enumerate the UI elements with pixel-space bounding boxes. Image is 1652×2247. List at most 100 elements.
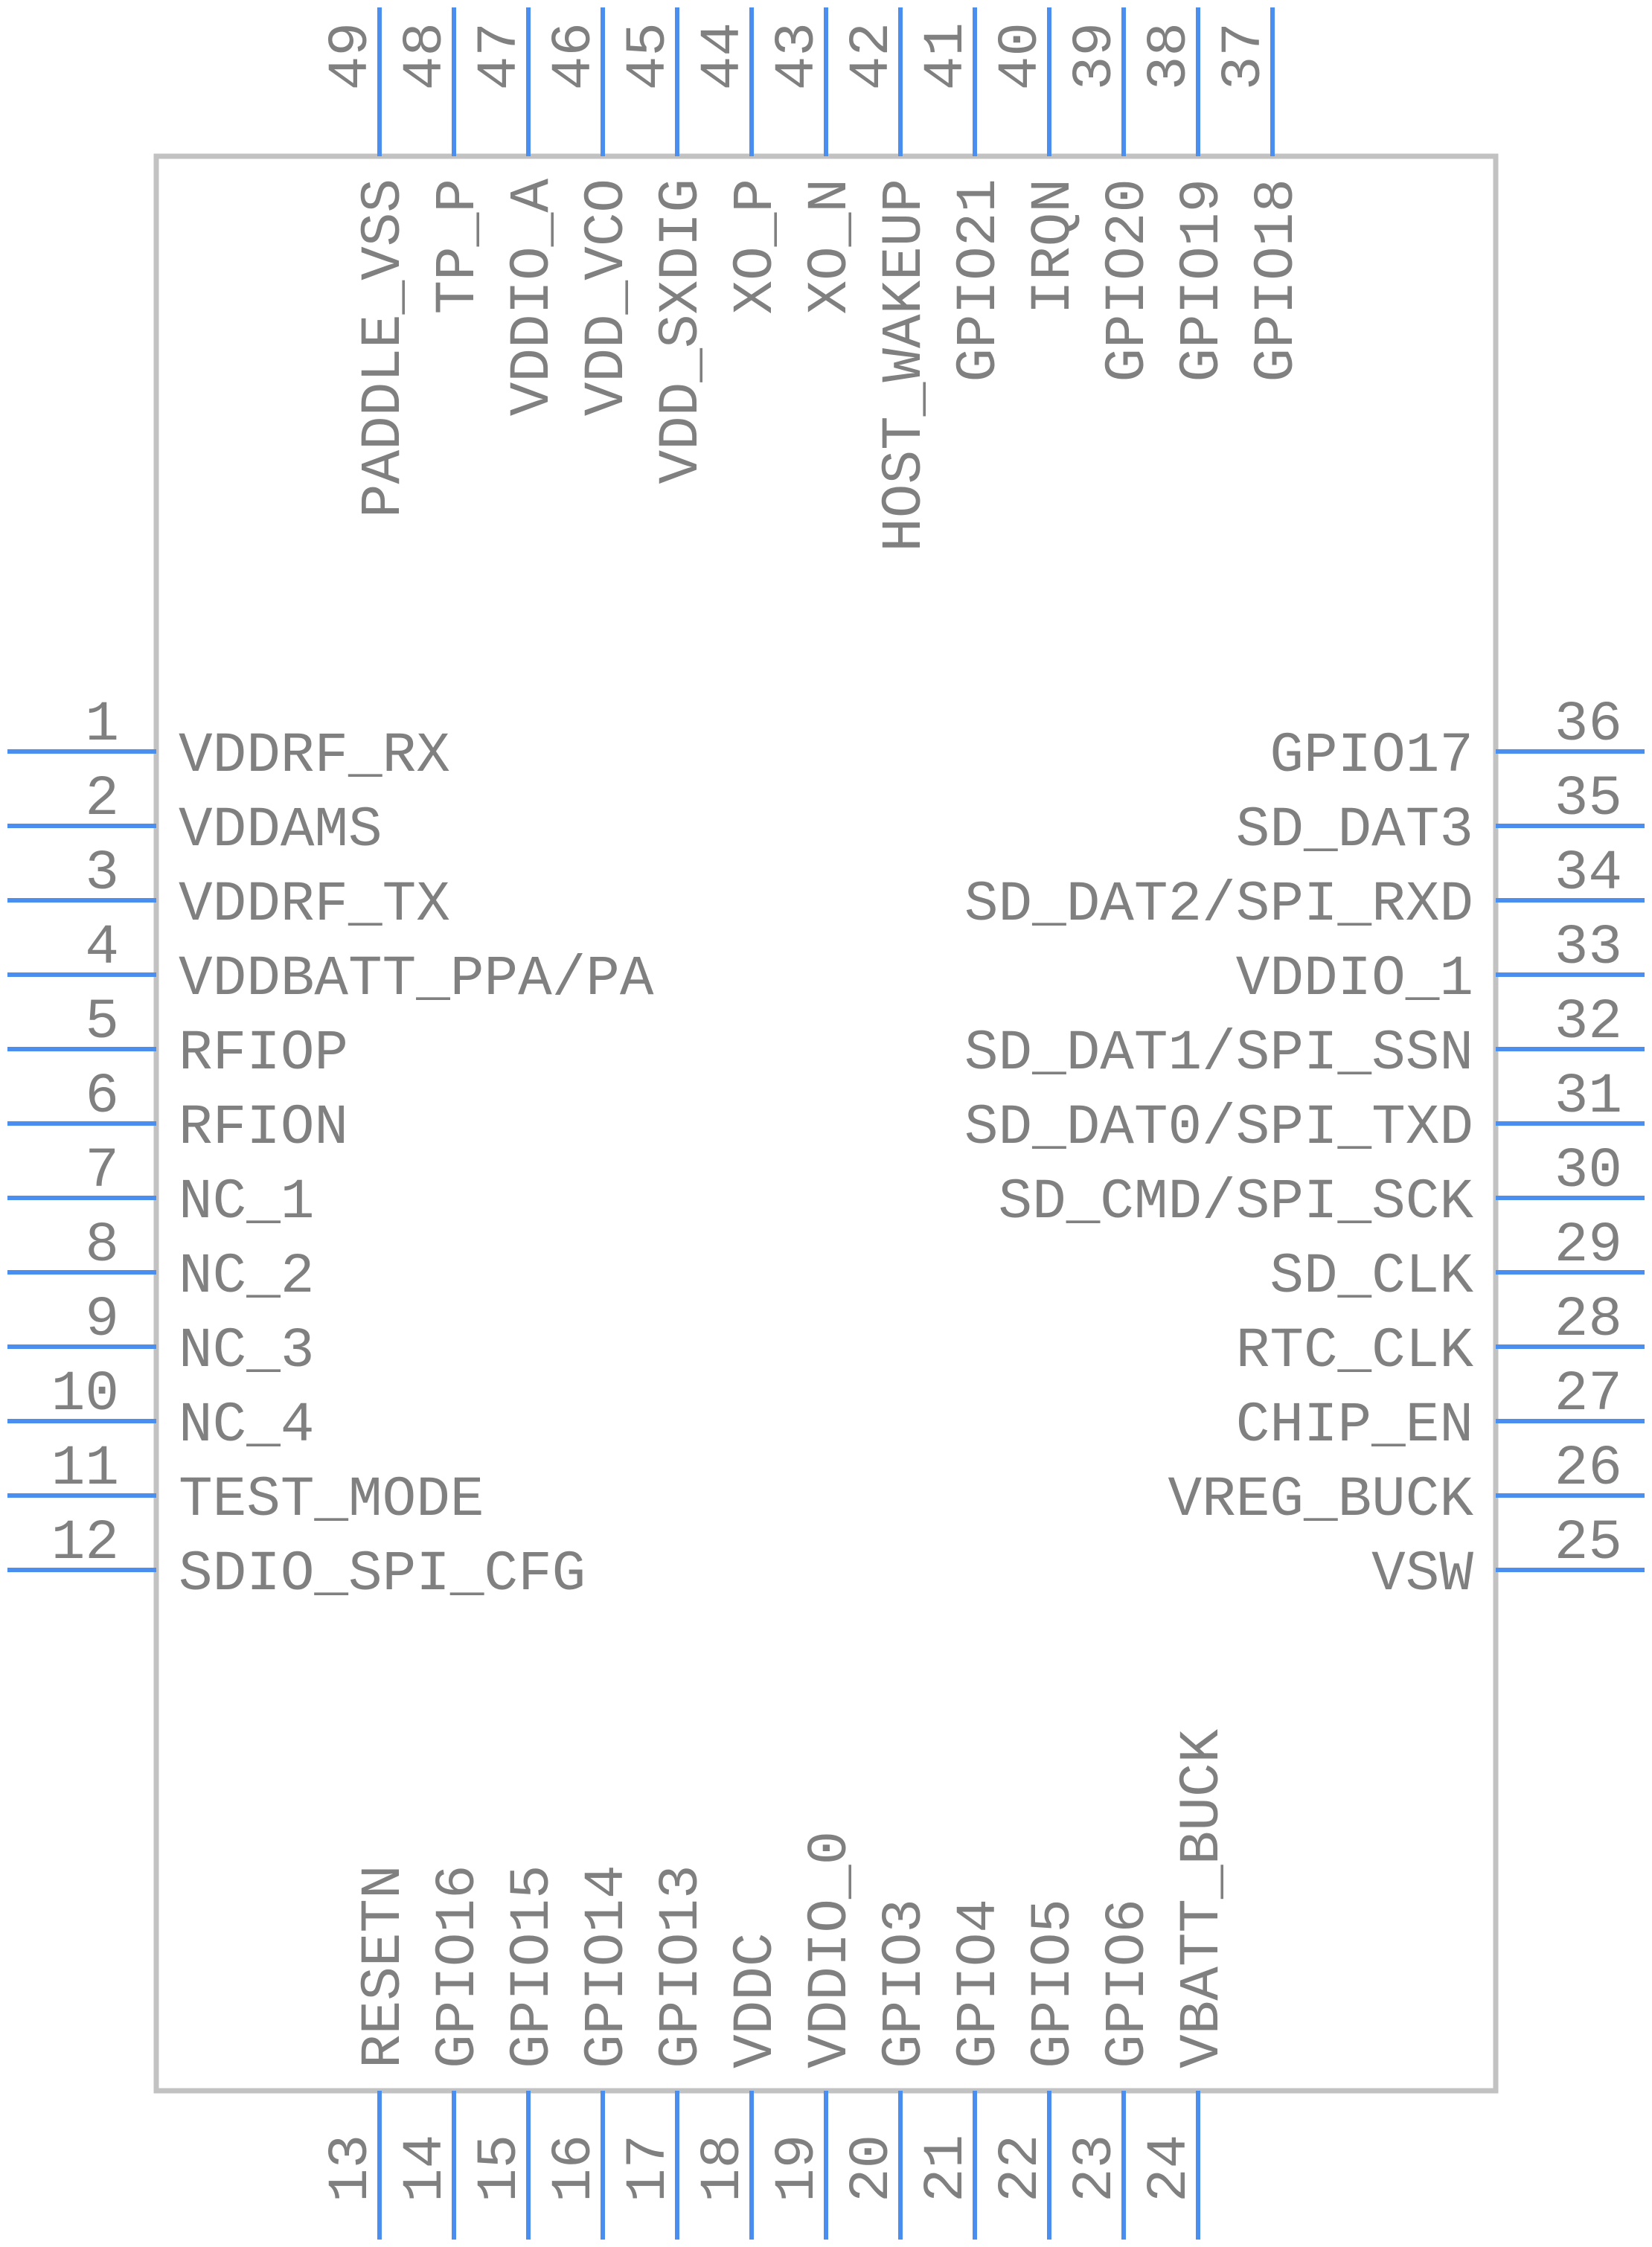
pin-name-gpio19: GPIO19 [1171,179,1235,382]
pin-number: 33 [1555,916,1622,980]
pin-number: 16 [542,2135,606,2202]
pin-35: 35 SD_DAT3 [1236,767,1645,862]
pin-number: 43 [766,22,830,90]
pin-name-gpio5: GPIO5 [1022,1899,1086,2068]
pin-number: 22 [989,2135,1053,2202]
pin-name-vddams: VDDAMS [179,798,382,862]
pin-number: 40 [989,22,1053,90]
pin-number: 17 [617,2135,681,2202]
pin-name-tp-p: TP_P [426,179,490,314]
pin-number: 14 [394,2135,458,2202]
pin-number: 49 [319,22,383,90]
pin-number: 7 [85,1139,119,1203]
pin-name-chip-en: CHIP_EN [1236,1394,1473,1458]
pin-name-vddrf-rx: VDDRF_RX [179,724,450,788]
pin-number: 23 [1063,2135,1127,2202]
pin-number: 39 [1063,22,1127,90]
pin-19: 19 VDDIO_0 [766,1831,862,2240]
pin-name-gpio14: GPIO14 [575,1865,639,2068]
pin-number: 8 [85,1214,119,1278]
pin-number: 46 [542,22,606,90]
pin-name-gpio3: GPIO3 [873,1899,937,2068]
pin-name-gpio20: GPIO20 [1096,179,1160,382]
pin-8: 8 NC_2 [7,1214,314,1309]
pin-number: 35 [1555,767,1622,831]
pin-23: 23 GPIO6 [1063,1899,1160,2240]
pin-number: 28 [1555,1288,1622,1352]
pin-name-vddio-1: VDDIO_1 [1236,947,1473,1011]
pin-number: 34 [1555,842,1622,905]
pin-20: 20 GPIO3 [840,1899,937,2240]
top-pin-group: 49PADDLE_VSS48TP_P47VDDIO_A46VDD_VCO45VD… [319,7,1309,552]
pin-number: 4 [85,916,119,980]
pin-30: 30 SD_CMD/SPI_SCK [998,1139,1645,1234]
pin-name-gpio6: GPIO6 [1096,1899,1160,2068]
pin-number: 19 [766,2135,830,2202]
pin-name-vddio-0: VDDIO_0 [798,1831,862,2068]
pin-number: 20 [840,2135,904,2202]
pin-name-paddle-vss: PADDLE_VSS [352,179,416,518]
pin-17: 17 GPIO13 [617,1865,714,2240]
pin-number: 29 [1555,1214,1622,1278]
pin-number: 6 [85,1065,119,1129]
pin-16: 16 GPIO14 [542,1865,639,2240]
pin-number: 44 [691,22,755,90]
pin-name-rfiop: RFIOP [179,1022,348,1086]
pin-name-rfion: RFION [179,1096,348,1160]
pin-name-gpio4: GPIO4 [947,1899,1011,2068]
pin-name-sd-clk: SD_CLK [1270,1245,1473,1309]
pin-name-host-wakeup: HOST_WAKEUP [873,179,937,552]
pin-33: 33 VDDIO_1 [1236,916,1645,1011]
pin-name-sd-dat1-spi-ssn: SD_DAT1/SPI_SSN [964,1022,1473,1086]
pin-name-xo-n: XO_N [798,179,862,314]
pin-name-nc-4: NC_4 [179,1394,314,1458]
pin-number: 38 [1138,22,1202,90]
pin-name-vdd-sxdig: VDD_SXDIG [650,179,714,484]
pin-name-gpio17: GPIO17 [1270,724,1473,788]
right-pin-group: 36GPIO1735SD_DAT334SD_DAT2/SPI_RXD33VDDI… [964,693,1645,1606]
pin-number: 3 [85,842,119,905]
pin-number: 10 [51,1362,119,1426]
pin-name-vddbatt-ppa-pa: VDDBATT_PPA/PA [179,947,654,1011]
pin-name-vdd-vco: VDD_VCO [575,179,639,416]
pin-name-sd-dat3: SD_DAT3 [1236,798,1473,862]
pin-name-gpio18: GPIO18 [1245,179,1309,382]
pin-name-vddio-a: VDDIO_A [501,179,565,417]
pin-name-gpio16: GPIO16 [426,1865,490,2068]
pin-number: 25 [1555,1511,1622,1575]
pin-name-nc-2: NC_2 [179,1245,314,1309]
pin-number: 11 [51,1437,119,1501]
pin-name-sd-cmd-spi-sck: SD_CMD/SPI_SCK [998,1170,1473,1234]
pin-name-gpio13: GPIO13 [650,1865,714,2068]
pin-number: 41 [915,22,979,90]
pin-number: 15 [468,2135,532,2202]
pin-22: 22 GPIO5 [989,1899,1086,2240]
pin-number: 30 [1555,1139,1622,1203]
